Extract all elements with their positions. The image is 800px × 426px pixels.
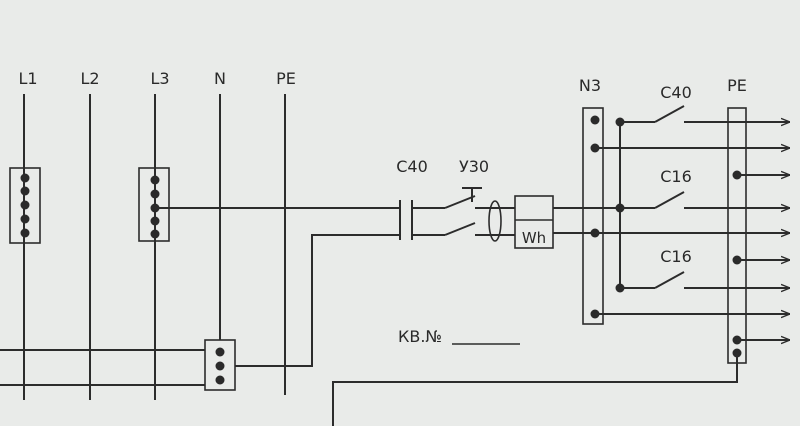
neutral-bar-label: N3 [579,76,601,95]
outgoing-breaker-2-label: C16 [660,167,692,186]
neutral-bar [582,107,604,325]
main-breaker-label: C40 [396,157,428,176]
pe-return-wire [332,353,738,426]
bus-label-pe: PE [276,69,296,88]
outgoing-breaker-1-label: C40 [660,83,692,102]
outgoing-breaker-3-symbol [620,271,728,289]
outgoing-breaker-2-symbol [620,191,728,209]
bus-label-l3: L3 [150,69,169,88]
terminal-block-l3 [138,167,170,242]
main-breaker-symbol [399,200,445,240]
outgoing-circuit-arrows [595,122,790,340]
terminal-block-l1 [9,167,41,244]
pe-bar-label: PE [727,76,747,95]
pe-bar [727,107,747,364]
meter-label: Wh [522,229,546,247]
apartment-number-label: КВ.№ [398,327,442,346]
outgoing-breaker-3-label: C16 [660,247,692,266]
neutral-feed-wire [235,234,400,367]
energy-meter: Wh [514,195,554,249]
bus-label-l2: L2 [80,69,99,88]
terminal-block-n [204,339,236,391]
rcd-symbol [444,187,515,242]
rcd-label: У30 [459,157,489,176]
outgoing-breaker-1-symbol [620,105,728,123]
bus-label-l1: L1 [18,69,37,88]
bus-label-n: N [214,69,226,88]
